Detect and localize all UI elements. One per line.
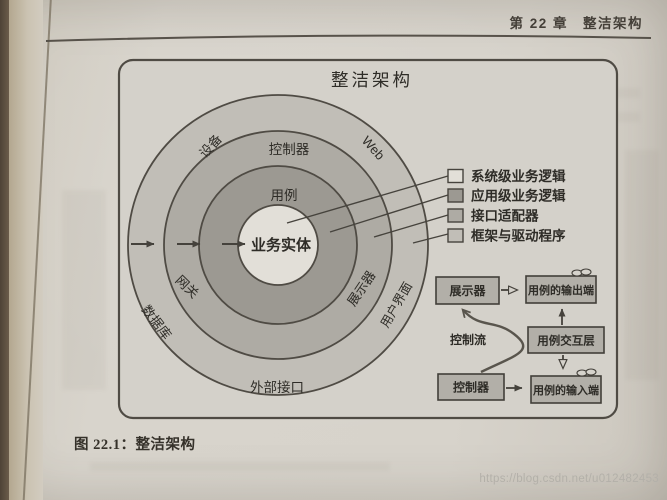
presenter-box xyxy=(435,276,500,305)
legend-swatch-application xyxy=(447,188,464,203)
legend-leader-lines xyxy=(286,175,449,244)
label-use-cases: 用例 xyxy=(271,188,298,203)
legend-label-application: 应用级业务逻辑 xyxy=(471,188,566,204)
legend-swatch-adapters xyxy=(447,208,464,223)
legend-label-adapters: 接口适配器 xyxy=(471,208,539,224)
flow-of-control-diagram: 展示器 用例的输出端 用例交互层 控制器 用例的输入端 控制流 xyxy=(435,268,605,404)
output-port-box xyxy=(525,275,597,304)
legend-swatch-frameworks xyxy=(447,228,464,243)
watermark-url: https://blog.csdn.net/u012482453 xyxy=(479,473,659,485)
legend-label-frameworks: 框架与驱动程序 xyxy=(471,228,566,244)
interactor-box xyxy=(527,326,605,354)
bleedthrough-smudge xyxy=(62,190,106,390)
controller-box-label: 控制器 xyxy=(453,380,490,395)
input-port-box-label: 用例的输入端 xyxy=(533,383,599,397)
chapter-header: 第 22 章 整洁架构 xyxy=(509,16,643,31)
legend: 系统级业务逻辑 应用级业务逻辑 接口适配器 框架与驱动程序 xyxy=(447,168,566,244)
output-port-box-label: 用例的输出端 xyxy=(528,283,594,297)
interface-icon xyxy=(571,268,592,277)
presenter-box-label: 展示器 xyxy=(449,284,486,298)
control-flow-label: 控制流 xyxy=(450,332,486,347)
leader-line-adapters xyxy=(373,214,449,238)
control-flow-curve xyxy=(463,310,525,374)
figure-title: 整洁架构 xyxy=(331,70,413,90)
label-entities: 业务实体 xyxy=(251,236,312,254)
legend-label-enterprise: 系统级业务逻辑 xyxy=(471,168,566,184)
label-controllers: 控制器 xyxy=(269,142,310,157)
figure-caption: 图 22.1：整洁架构 xyxy=(74,437,196,453)
leader-line-frameworks xyxy=(412,233,449,244)
input-port-box xyxy=(530,375,602,404)
interface-icon xyxy=(576,368,597,377)
leader-line-entities xyxy=(286,175,449,224)
leader-line-use-cases xyxy=(329,194,449,233)
bleedthrough-smudge xyxy=(625,150,659,380)
header-rule xyxy=(45,34,652,42)
legend-swatch-enterprise xyxy=(447,168,464,184)
label-external-interfaces: 外部接口 xyxy=(250,379,304,395)
book-spine-edge xyxy=(0,0,9,500)
interactor-box-label: 用例交互层 xyxy=(536,334,595,348)
controller-box xyxy=(437,373,505,401)
bleedthrough-smudge xyxy=(90,462,390,471)
